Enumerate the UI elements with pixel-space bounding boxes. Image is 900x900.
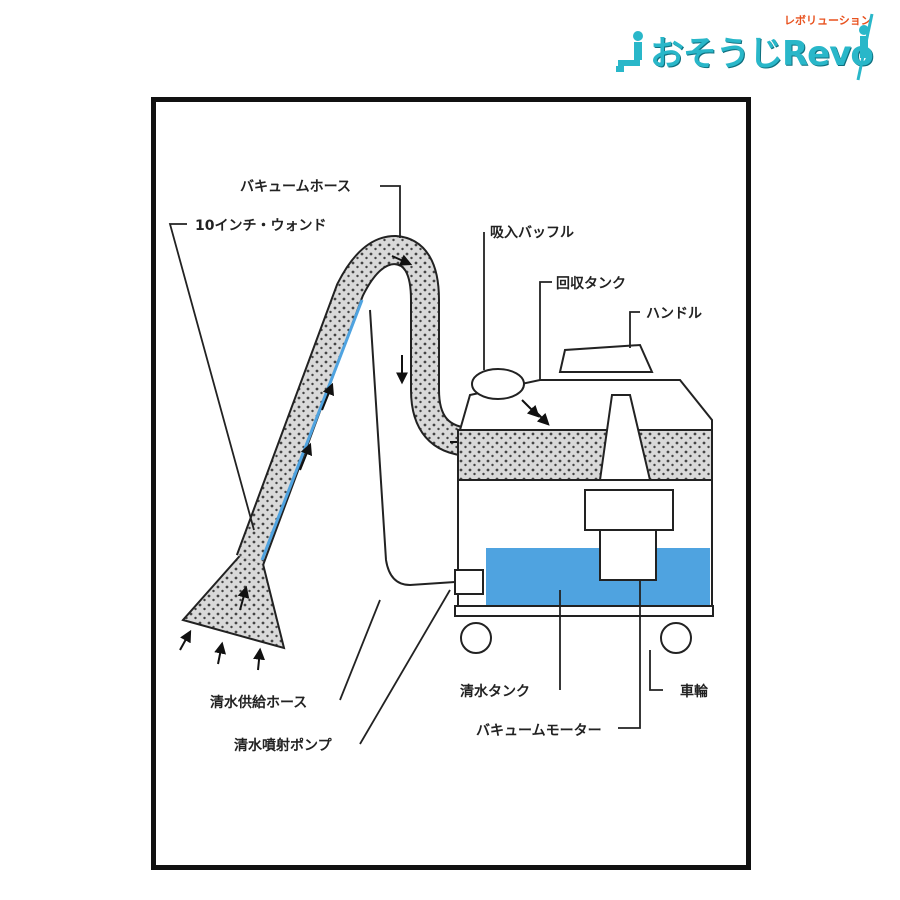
label-wand: 10インチ・ウォンド bbox=[195, 218, 326, 234]
logo-ruby: レボリューション bbox=[784, 14, 872, 27]
label-wheel: 車輪 bbox=[680, 683, 709, 700]
label-supply-hose: 清水供給ホース bbox=[210, 694, 307, 711]
label-spray-pump: 清水噴射ポンプ bbox=[234, 737, 333, 754]
machine-base bbox=[454, 605, 714, 617]
label-vacuum-motor: バキュームモーター bbox=[476, 723, 602, 739]
wheel-right bbox=[660, 622, 692, 654]
motor-top bbox=[584, 489, 674, 531]
logo-wordmark: おそうじRevo bbox=[650, 34, 874, 74]
spray-pump bbox=[454, 569, 484, 595]
wheel-left bbox=[460, 622, 492, 654]
label-intake-baffle: 吸入バッフル bbox=[490, 225, 574, 241]
intake-baffle bbox=[471, 368, 525, 400]
recovery-tank-body bbox=[457, 429, 713, 481]
clean-water-tank bbox=[486, 548, 710, 608]
machine-handle bbox=[558, 343, 654, 373]
broom-figure-icon bbox=[856, 13, 874, 81]
wand-water-line bbox=[260, 299, 364, 561]
label-vacuum-hose: バキュームホース bbox=[240, 179, 351, 195]
motor-cone bbox=[598, 394, 652, 481]
cleaner-figure-icon bbox=[616, 31, 643, 72]
label-handle: ハンドル bbox=[646, 306, 702, 322]
brand-logo: おそうじRevo レボリューション bbox=[614, 10, 880, 86]
vacuum-motor bbox=[599, 529, 657, 581]
supply-hose bbox=[369, 309, 456, 587]
label-clean-water-tank: 清水タンク bbox=[460, 683, 530, 700]
wand-nozzle bbox=[181, 548, 286, 650]
diagram-frame bbox=[151, 97, 751, 870]
label-recovery-tank: 回収タンク bbox=[556, 275, 626, 292]
